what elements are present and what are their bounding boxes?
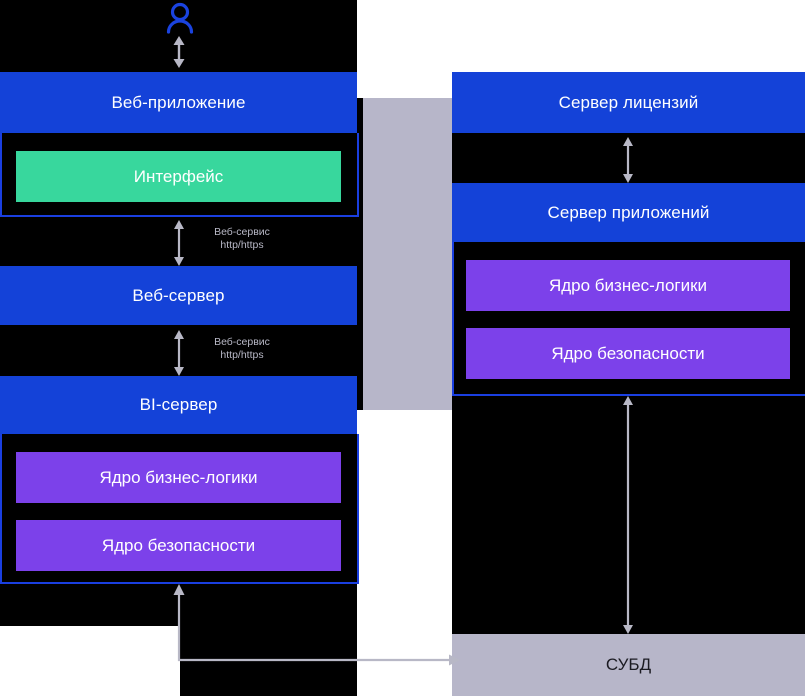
middle-separator-slab — [363, 98, 452, 410]
backdrop-patch-mid-right — [357, 72, 452, 98]
connector-actor-to-webapp — [170, 36, 188, 68]
tier-header-web-app[interactable]: Веб-приложение — [0, 72, 357, 133]
module-business-logic-core-right[interactable]: Ядро бизнес-логики — [466, 260, 790, 311]
connector-label-webserver-to-biserver: Веб-сервис http/https — [214, 336, 270, 361]
user-icon — [160, 2, 200, 34]
module-interface[interactable]: Интерфейс — [16, 151, 341, 202]
backdrop-patch-top-right — [357, 0, 805, 72]
module-label-interface: Интерфейс — [133, 166, 224, 186]
backdrop-patch-lower-mid — [357, 410, 452, 696]
connector-webapp-to-webserver — [170, 220, 188, 266]
tier-title-web-server: Веб-сервер — [132, 285, 225, 305]
tier-title-app-server: Сервер приложений — [547, 202, 710, 222]
module-security-core-right[interactable]: Ядро безопасности — [466, 328, 790, 379]
module-label-security-core-left: Ядро безопасности — [101, 535, 256, 555]
tier-header-license-server[interactable]: Сервер лицензий — [452, 72, 805, 133]
module-security-core-left[interactable]: Ядро безопасности — [16, 520, 341, 571]
connector-webserver-to-biserver — [170, 330, 188, 376]
tier-title-bi-server: BI-сервер — [139, 395, 218, 414]
tier-title-license-server: Сервер лицензий — [558, 92, 699, 112]
connector-appserver-to-database — [619, 396, 637, 634]
backdrop-patch-left-bottom — [0, 626, 180, 696]
connector-label-webapp-to-webserver: Веб-сервис http/https — [214, 226, 270, 251]
connector-license-to-appserver — [619, 137, 637, 183]
module-label-security-core-right: Ядро безопасности — [551, 343, 705, 363]
tier-header-web-server[interactable]: Веб-сервер — [0, 266, 357, 325]
database-label: СУБД — [605, 655, 652, 674]
tier-title-web-app: Веб-приложение — [111, 92, 246, 112]
tier-header-app-server[interactable]: Сервер приложений — [452, 183, 805, 242]
database-box[interactable]: СУБД — [452, 634, 805, 696]
module-business-logic-core-left[interactable]: Ядро бизнес-логики — [16, 452, 341, 503]
tier-header-bi-server[interactable]: BI-сервер — [0, 376, 357, 434]
connector-database-to-biserver — [170, 584, 460, 668]
module-label-business-logic-core-right: Ядро бизнес-логики — [548, 275, 708, 295]
module-label-business-logic-core-left: Ядро бизнес-логики — [99, 467, 258, 487]
